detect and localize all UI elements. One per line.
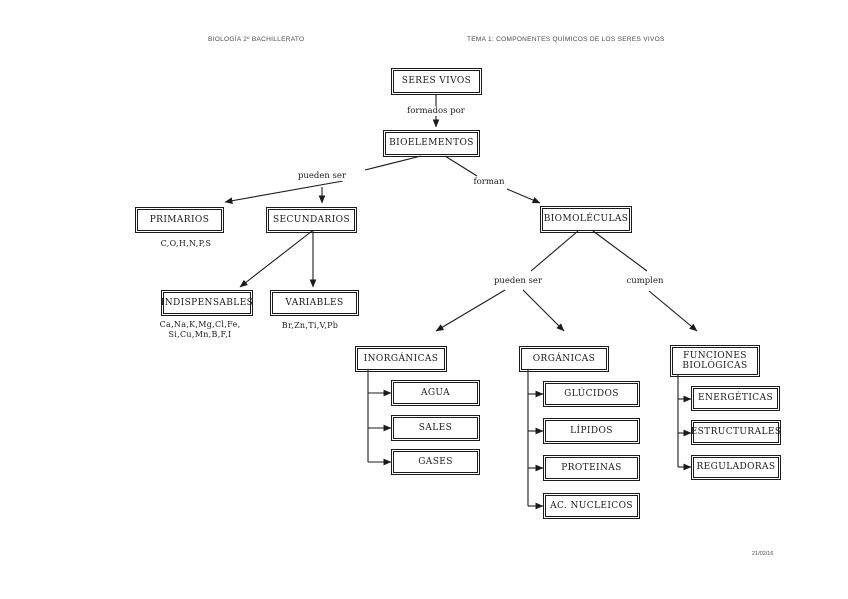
node-organicas: ORGÁNICAS [519,346,609,372]
node-estructurales: ESTRUCTURALES [691,420,781,445]
node-gases: GASES [391,449,480,475]
indispensables-elements-line1: Ca,Na,K,Mg,Cl,Fe, [159,320,241,329]
node-glucidos: GLÚCIDOS [543,381,640,407]
primarios-elements: C,O,H,N,P,S [160,239,212,248]
header-topic: TEMA 1: COMPONENTES QUÍMICOS DE LOS SERE… [467,36,665,43]
node-biomoleculas: BIOMOLÉCULAS [540,206,632,233]
node-inorganicas: INORGÁNICAS [355,346,447,372]
node-bioelementos: BIOELEMENTOS [383,130,480,157]
indispensables-elements-line2: Si,Cu,Mn,B,F,I [168,330,232,339]
node-sales: SALES [391,415,480,441]
node-primarios: PRIMARIOS [135,207,224,233]
edge-label-forman: forman [459,177,519,187]
edge-label-pueden-ser-right: pueden ser [483,276,553,286]
node-seres-vivos: SERES VIVOS [391,68,482,95]
node-funciones-biologicas: FUNCIONES BIOLÓGICAS [670,345,760,377]
node-indispensables: INDISPENSABLES [161,290,253,316]
edge-label-formados-por: formados por [400,106,472,116]
edge-label-cumplen: cumplen [615,276,675,286]
node-reguladoras: REGULADORAS [691,455,781,480]
footer-date: 21/02/16 [752,551,774,557]
node-ac-nucleicos: AC. NUCLEICOS [543,493,640,519]
node-lipidos: LÍPIDOS [543,418,640,444]
node-energeticas: ENERGÉTICAS [691,386,780,411]
node-proteinas: PROTEINAS [543,455,640,481]
header-course: BIOLOGÍA 2º BACHILLERATO [208,36,305,43]
edge-label-pueden-ser-left: pueden ser [287,171,357,181]
node-secundarios: SECUNDARIOS [266,207,357,233]
variables-elements: Br,Zn,Ti,V,Pb [281,321,339,330]
node-variables: VARIABLES [270,290,359,316]
node-agua: AGUA [391,380,480,406]
